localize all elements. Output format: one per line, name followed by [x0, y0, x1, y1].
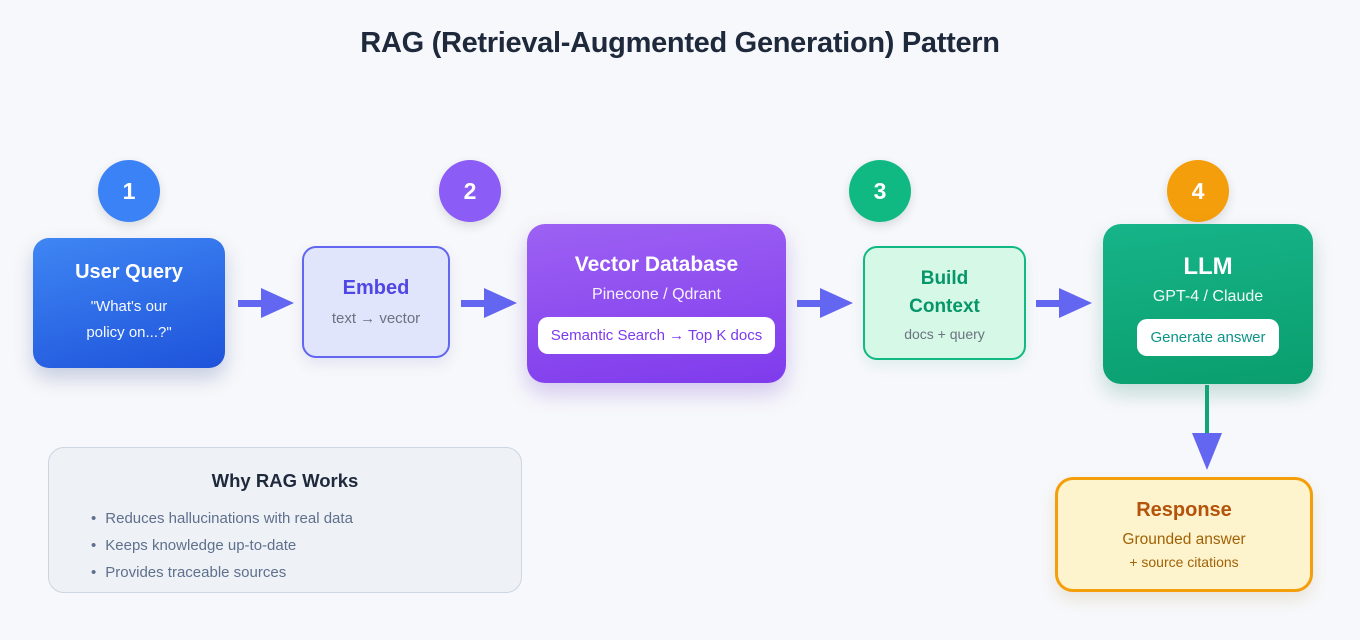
arrow-right-icon [797, 288, 853, 318]
llm-subtitle: GPT-4 / Claude [1152, 287, 1264, 305]
step-badge-3: 3 [849, 160, 911, 222]
step-badge-3-number: 3 [873, 177, 887, 204]
arrow-down-icon [1192, 385, 1222, 470]
build-context-subtitle: docs + query [904, 325, 985, 342]
why-rag-works-panel: Why RAG Works Reduces hallucinations wit… [48, 447, 522, 593]
arrow-right-icon [238, 288, 294, 318]
step-badge-4-number: 4 [1191, 177, 1205, 204]
generate-answer-chip[interactable]: Generate answer [1137, 318, 1279, 356]
build-context-title: Build Context [909, 265, 980, 321]
llm-title: LLM [1183, 252, 1233, 280]
semantic-search-chip[interactable]: Semantic Search → Top K docs [537, 317, 776, 354]
list-item: Keeps knowledge up-to-date [91, 532, 521, 559]
user-query-subtitle: "What's our policy on...?" [86, 294, 171, 346]
step-badge-2-number: 2 [463, 177, 477, 204]
node-embed: Embed text → vector [302, 246, 450, 358]
node-build-context: Build Context docs + query [863, 246, 1026, 360]
build-context-title-line2: Context [909, 295, 980, 317]
list-item: Provides traceable sources [91, 559, 521, 586]
arrow-right-icon [461, 288, 517, 318]
build-context-title-line1: Build [920, 267, 969, 289]
why-rag-works-list: Reduces hallucinations with real data Ke… [49, 505, 521, 586]
vector-database-subtitle: Pinecone / Qdrant [592, 286, 721, 303]
page-title: RAG (Retrieval-Augmented Generation) Pat… [360, 27, 1000, 59]
why-rag-works-title: Why RAG Works [211, 470, 359, 491]
step-badge-4: 4 [1167, 160, 1229, 222]
vector-database-title: Vector Database [574, 253, 739, 276]
node-vector-database: Vector Database Pinecone / Qdrant Semant… [527, 224, 786, 383]
node-response: Response Grounded answer + source citati… [1055, 477, 1313, 592]
response-subtitle-line1: Grounded answer [1122, 531, 1246, 548]
response-subtitle-line2: + source citations [1129, 554, 1239, 570]
list-item: Reduces hallucinations with real data [91, 505, 521, 532]
user-query-title: User Query [75, 260, 183, 283]
user-query-subtitle-line2: policy on...?" [86, 323, 172, 341]
node-llm: LLM GPT-4 / Claude Generate answer [1103, 224, 1313, 384]
embed-title: Embed [342, 277, 410, 299]
node-user-query: User Query "What's our policy on...?" [33, 238, 225, 368]
arrow-right-icon [1036, 288, 1092, 318]
step-badge-1: 1 [98, 160, 160, 222]
embed-subtitle: text → vector [331, 310, 421, 327]
step-badge-1-number: 1 [122, 177, 136, 204]
user-query-subtitle-line1: "What's our [90, 297, 168, 315]
step-badge-2: 2 [439, 160, 501, 222]
response-title: Response [1136, 499, 1232, 521]
